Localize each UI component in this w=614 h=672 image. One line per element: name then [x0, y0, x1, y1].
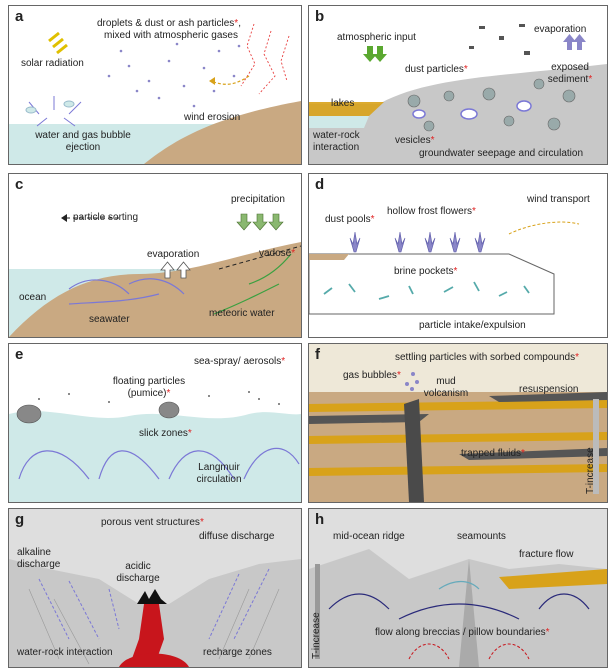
dust-pools-label: dust pools*: [325, 214, 375, 225]
recharge-zones-label: recharge zones: [203, 647, 272, 658]
slick-zones-label: slick zones*: [139, 428, 192, 439]
panel-g-illustration: [9, 509, 301, 667]
settling-particles-label: settling particles with sorbed compounds…: [395, 352, 579, 363]
panel-f: f settling particles with sorbed compoun…: [308, 343, 608, 503]
droplets-dust-label: droplets & dust or ash particles*,: [97, 18, 241, 29]
resuspension-label: resuspension: [519, 384, 579, 395]
evaporation-label: evaporation: [534, 24, 587, 35]
lakes-label: lakes: [331, 98, 355, 109]
panel-g-label: g: [15, 511, 25, 528]
atmospheric-input-label: atmospheric input: [337, 32, 416, 43]
panel-e-illustration: [9, 391, 301, 502]
ocean-label: ocean: [19, 292, 47, 303]
water-rock-g-label: water-rock interaction: [17, 647, 113, 658]
dust-particles-label: dust particles*: [405, 64, 468, 75]
brine-pockets-label: brine pockets*: [394, 266, 458, 277]
panel-c-illustration: [9, 213, 301, 337]
gas-bubbles-label: gas bubbles*: [343, 370, 401, 381]
panel-h-illustration: [309, 509, 607, 667]
wind-erosion-label: wind erosion: [184, 112, 241, 123]
panel-e: e sea-spray/ aerosols* floating particle…: [8, 343, 302, 503]
floating-particles-label: floating particles(pumice)*: [112, 376, 186, 399]
evaporation-c-label: evaporation: [147, 249, 200, 260]
seamounts-label: seamounts: [457, 531, 506, 542]
particle-intake-label: particle intake/expulsion: [419, 320, 526, 331]
vadose-label: vadose*: [259, 248, 296, 259]
panel-b-label: b: [315, 8, 325, 25]
particle-sorting-label: particle sorting: [73, 212, 139, 223]
solar-radiation-label: solar radiation: [21, 58, 84, 69]
panel-h-label: h: [315, 511, 325, 528]
atmospheric-gases-label: mixed with atmospheric gases: [104, 30, 238, 41]
panel-a: a droplets & dust or ash particles*, mix…: [8, 5, 302, 165]
panel-h: h mid-ocean ridge seamounts fracture flo…: [308, 508, 608, 668]
panel-b: b atmospheric input evaporation dust par…: [308, 5, 608, 165]
panel-c-label: c: [15, 176, 24, 193]
t-increase-h-label: T-increase: [311, 612, 322, 659]
porous-vents-label: porous vent structures*: [101, 517, 204, 528]
groundwater-label: groundwater seepage and circulation: [419, 148, 583, 159]
mid-ocean-ridge-label: mid-ocean ridge: [333, 531, 405, 542]
panel-c: c particle sorting precipitation evapora…: [8, 173, 302, 338]
breccia-flow-label: flow along breccias / pillow boundaries*: [375, 627, 550, 638]
precipitation-label: precipitation: [231, 194, 285, 205]
panel-a-illustration: [9, 23, 301, 164]
frost-flowers-label: hollow frost flowers*: [387, 206, 476, 217]
meteoric-water-label: meteoric water: [209, 308, 275, 319]
seawater-label: seawater: [89, 314, 130, 325]
vesicles-label: vesicles*: [395, 135, 435, 146]
trapped-fluids-label: trapped fluids*: [461, 448, 525, 459]
panel-f-illustration: [309, 344, 607, 502]
wind-transport-label: wind transport: [527, 194, 590, 205]
panel-d-illustration: [309, 221, 580, 315]
sea-spray-label: sea-spray/ aerosols*: [194, 356, 286, 367]
panel-d: d dust pools* hollow frost flowers* wind…: [308, 173, 608, 338]
fracture-flow-label: fracture flow: [519, 549, 574, 560]
diffuse-discharge-label: diffuse discharge: [199, 531, 275, 542]
t-increase-f-label: T-increase: [585, 447, 596, 494]
panel-a-label: a: [15, 8, 24, 25]
panel-f-label: f: [315, 346, 320, 363]
panel-b-illustration: [309, 24, 607, 164]
panel-d-label: d: [315, 176, 325, 193]
panel-e-label: e: [15, 346, 24, 363]
